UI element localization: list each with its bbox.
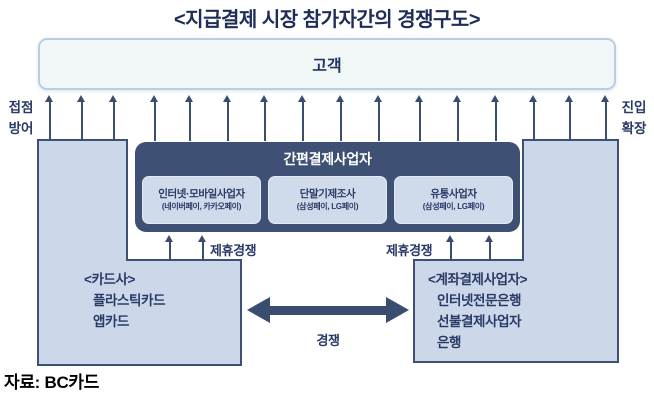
- up-arrow: [565, 95, 575, 141]
- up-arrow: [374, 95, 384, 141]
- arrow-head-right: [386, 297, 409, 323]
- member-box-internet-mobile: 인터넷·모바일사업자 (네이버페이, 카카오페이): [142, 176, 261, 224]
- member-box-retail: 유통사업자 (삼성페이, LG페이): [394, 176, 513, 224]
- up-arrow: [298, 95, 308, 141]
- up-arrow: [260, 95, 270, 141]
- alliance-arrow: [165, 235, 175, 261]
- up-arrow: [601, 95, 611, 141]
- edge-label-left-line1: 접점: [8, 100, 34, 115]
- alliance-arrow: [485, 235, 495, 261]
- up-arrow: [150, 95, 160, 141]
- simple-payment-box: 간편결제사업자 인터넷·모바일사업자 (네이버페이, 카카오페이) 단말기제조사…: [135, 142, 520, 232]
- account-payment-item: 인터넷전문은행: [437, 293, 522, 308]
- edge-label-right: 진입 확장: [615, 97, 653, 139]
- account-payment-item: 은행: [437, 335, 462, 350]
- member-name: 단말기제조사: [299, 188, 356, 200]
- member-examples: (네이버페이, 카카오페이): [161, 202, 242, 211]
- member-examples: (삼성페이, LG페이): [422, 202, 485, 211]
- up-arrow: [336, 95, 346, 141]
- competition-label: 경쟁: [316, 333, 340, 348]
- account-payment-box: [413, 139, 619, 363]
- customer-box: 고객: [38, 38, 616, 90]
- account-payment-title: <계좌결제사업자>: [428, 272, 528, 287]
- alliance-label-right: 제휴경쟁: [386, 243, 433, 258]
- simple-payment-title: 간편결제사업자: [283, 151, 372, 167]
- arrow-head-left: [247, 297, 270, 323]
- up-arrow: [415, 95, 425, 141]
- member-name: 유통사업자: [430, 188, 477, 200]
- up-arrow: [223, 95, 233, 141]
- alliance-arrow: [198, 235, 208, 261]
- customer-label: 고객: [312, 58, 342, 75]
- diagram-title: <지급결제 시장 참가자간의 경쟁구도>: [173, 9, 481, 31]
- edge-label-right-line2: 확장: [621, 121, 647, 136]
- card-company-item: 플라스틱카드: [93, 293, 166, 308]
- up-arrow: [529, 95, 539, 141]
- edge-label-left: 접점 방어: [2, 97, 40, 139]
- card-company-item: 앱카드: [93, 314, 130, 329]
- account-payment-item: 선불결제사업자: [437, 314, 522, 329]
- card-company-title: <카드사>: [84, 272, 136, 287]
- card-company-text: <카드사> 플라스틱카드 앱카드: [84, 269, 166, 332]
- alliance-label-left: 제휴경쟁: [210, 243, 257, 258]
- up-arrow: [491, 95, 501, 141]
- up-arrow: [77, 95, 87, 141]
- member-name: 인터넷·모바일사업자: [158, 188, 245, 200]
- up-arrow: [453, 95, 463, 141]
- competition-arrow: [247, 296, 409, 324]
- simple-payment-members: 인터넷·모바일사업자 (네이버페이, 카카오페이) 단말기제조사 (삼성페이, …: [142, 176, 513, 224]
- up-arrow: [109, 95, 119, 141]
- card-company-box: [37, 139, 242, 366]
- up-arrow: [45, 95, 55, 141]
- edge-label-left-line2: 방어: [8, 121, 34, 136]
- account-payment-text: <계좌결제사업자> 인터넷전문은행 선불결제사업자 은행: [428, 269, 528, 353]
- source-note: 자료: BC카드: [4, 373, 100, 392]
- member-examples: (삼성페이, LG페이): [296, 202, 359, 211]
- arrow-bar: [267, 305, 389, 315]
- member-box-terminal-maker: 단말기제조사 (삼성페이, LG페이): [268, 176, 387, 224]
- alliance-arrow: [446, 235, 456, 261]
- up-arrow: [185, 95, 195, 141]
- edge-label-right-line1: 진입: [621, 100, 647, 115]
